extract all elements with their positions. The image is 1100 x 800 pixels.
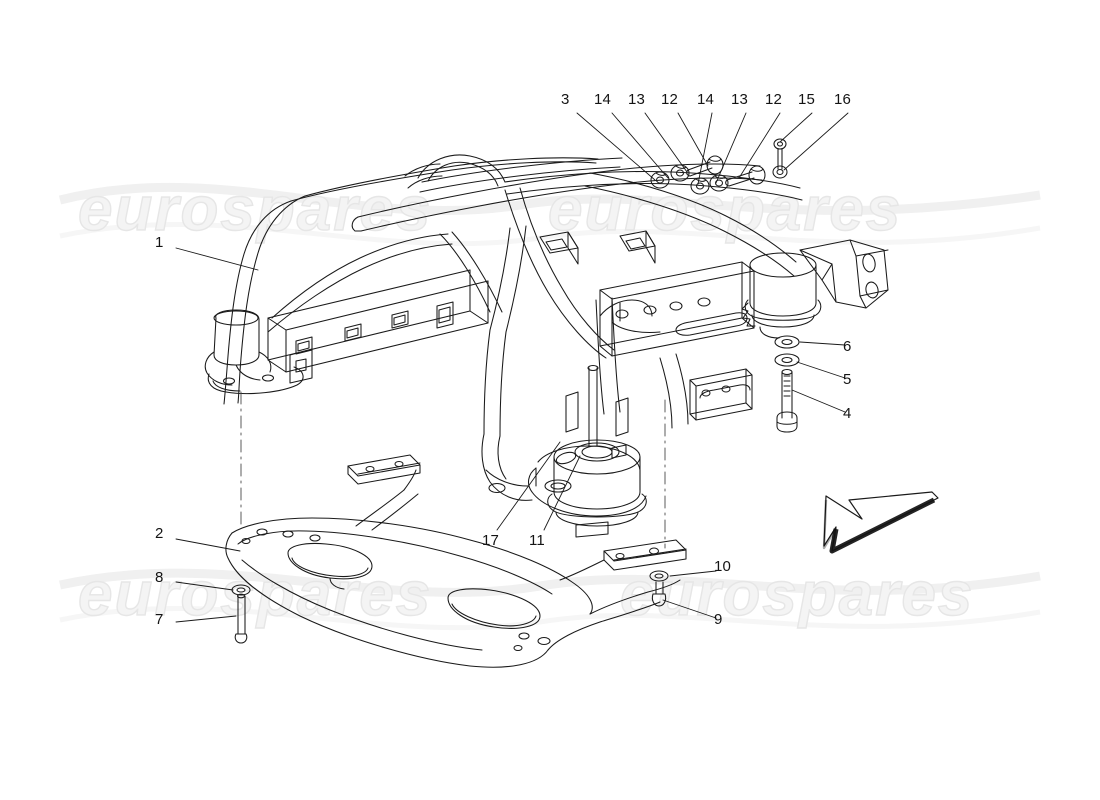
callout-14: 14 [594,91,612,108]
callout-2: 2 [155,525,164,542]
callout-13: 13 [731,91,749,108]
gearbox-mount-assembly [527,364,647,538]
rear-subframe [204,154,889,501]
callout-leaders [175,112,849,623]
callout-7: 7 [155,611,164,628]
fastener-group-left-lower [231,584,251,644]
callout-13: 13 [628,91,646,108]
washer-10 [649,570,669,582]
callout-12: 12 [661,91,679,108]
washer-8 [231,584,251,596]
washer-5 [774,353,800,367]
alignment-lines [240,391,666,549]
direction-arrow [822,491,939,554]
callout-17: 17 [482,532,500,549]
callout-9: 9 [714,611,723,628]
callout-4: 4 [843,405,852,422]
spring-seat-top [749,252,817,278]
callout-16: 16 [834,91,852,108]
callout-1: 1 [155,234,164,251]
front-crossmember [225,454,687,668]
callout-12: 12 [765,91,783,108]
callout-14: 14 [697,91,715,108]
callout-5: 5 [843,371,852,388]
callout-6: 6 [843,338,852,355]
callout-3: 3 [561,91,570,108]
callout-10: 10 [714,558,732,575]
washer-6 [774,335,800,349]
fastener-group-top [650,138,788,195]
callout-11: 11 [529,532,545,549]
callout-15: 15 [798,91,816,108]
fastener-group-right [774,335,800,433]
callout-8: 8 [155,569,164,586]
fastener-group-right-lower [649,570,669,607]
